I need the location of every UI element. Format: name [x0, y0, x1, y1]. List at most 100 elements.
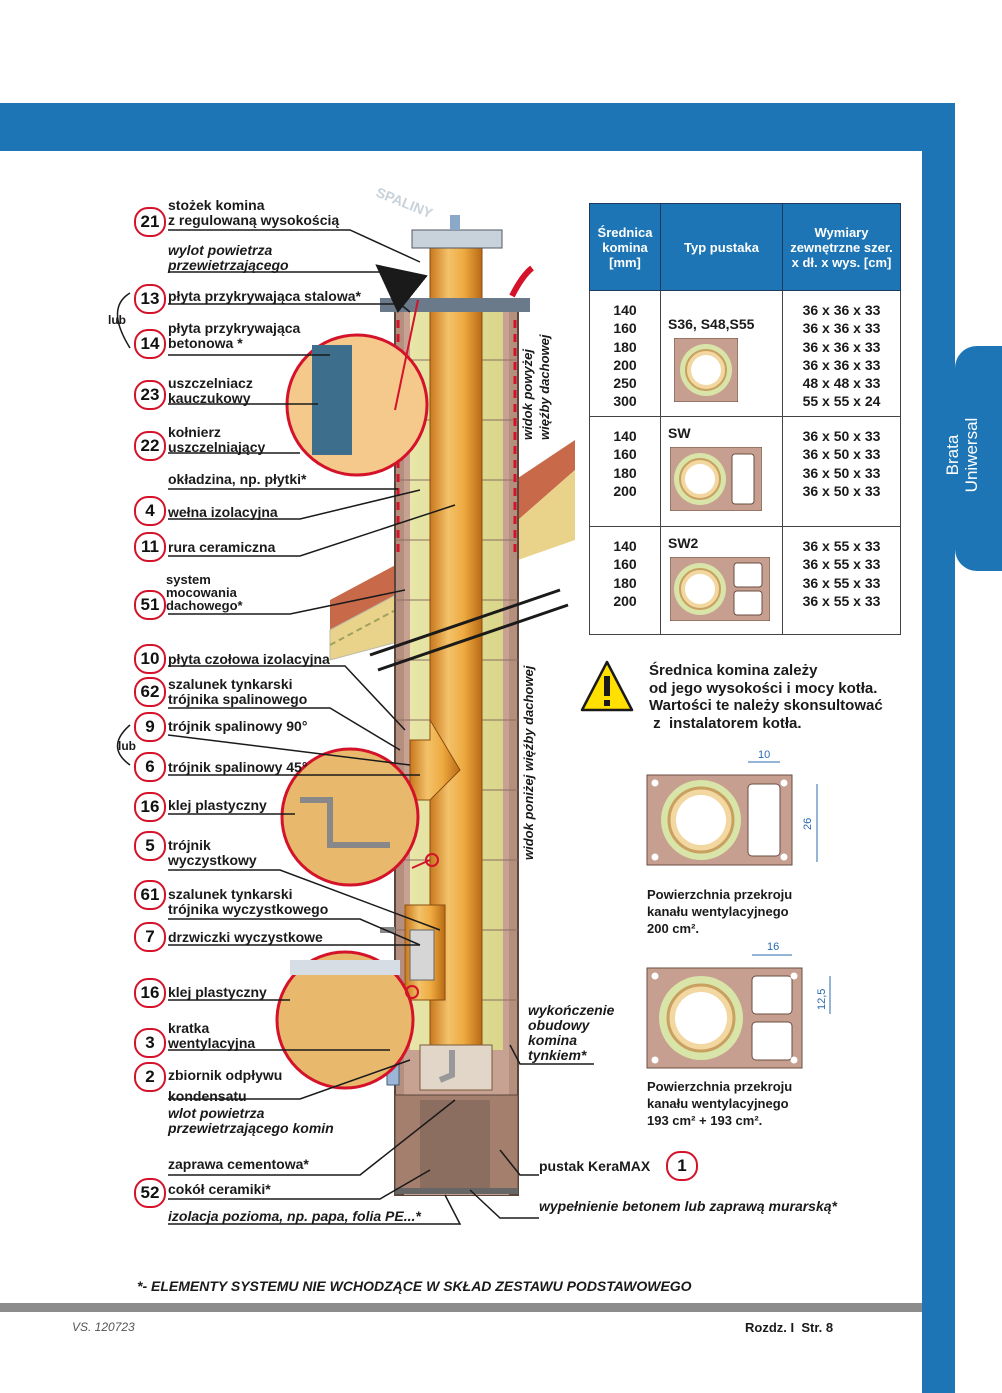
callout-52-label: cokół ceramiki* [168, 1181, 271, 1197]
or-label-1: lub [108, 313, 126, 327]
detail-circle-glue-2 [275, 950, 415, 1090]
cladding-label: okładzina, np. płytki* [168, 471, 307, 487]
table-header-diameter: Średnica komina [mm] [589, 203, 661, 291]
chimney-diagram: SPALINY [116, 184, 831, 1225]
callout-3-number: 3 [134, 1028, 166, 1058]
smoke-label: SPALINY [374, 184, 436, 221]
callout-2-number: 2 [134, 1062, 166, 1092]
header-band [0, 103, 955, 151]
callout-5-number: 5 [134, 831, 166, 861]
leader-lines [167, 229, 594, 1225]
callout-16b-label: klej plastyczny [168, 984, 267, 1000]
callout-16-label: klej plastyczny [168, 797, 267, 813]
callout-51-number: 51 [134, 590, 166, 620]
dimensions-table: Średnica komina [mm] Typ pustaka Wymiary… [589, 203, 901, 635]
callout-4-label: wełna izolacyjna [168, 504, 278, 520]
roof-upper [518, 440, 575, 560]
footnote: *- ELEMENTY SYSTEMU NIE WCHODZĄCE W SKŁA… [137, 1278, 692, 1294]
callout-52-number: 52 [134, 1178, 166, 1208]
block-sw2-icon [669, 556, 771, 622]
dim-sw-width: 10 [758, 749, 770, 761]
or-label-2: lub [118, 739, 136, 753]
break-lines [369, 588, 569, 672]
callout-10-number: 10 [134, 644, 166, 674]
or-bracket-2 [116, 724, 131, 766]
callout-62-number: 62 [134, 677, 166, 707]
roof-lower [329, 560, 406, 661]
chimney-casing [380, 244, 519, 1196]
side-band [922, 151, 955, 1393]
callout-23-number: 23 [134, 380, 166, 410]
horizontal-insulation-label: izolacja pozioma, np. papa, folia PE...* [168, 1208, 421, 1224]
type-cell: S36, S48,S55 [660, 290, 783, 417]
dim-sw2-width: 16 [767, 941, 779, 953]
section-sw2 [646, 954, 831, 1069]
callout-16-number: 16 [134, 792, 166, 822]
concrete-fill-label: wypełnienie betonem lub zaprawą murarską… [539, 1198, 837, 1214]
dim-sw-height: 26 [802, 818, 814, 830]
type-cell: SW [660, 416, 783, 527]
mortar-label: zaprawa cementowa* [168, 1156, 309, 1172]
page-number: Rozdz. I Str. 8 [745, 1320, 834, 1335]
dim-sw2-height: 12,5 [816, 989, 828, 1010]
type-cell: SW2 [660, 526, 783, 635]
view-above-line1: widok powyżej [520, 349, 535, 440]
callout-22-number: 22 [134, 431, 166, 461]
callout-4-number: 4 [134, 496, 166, 526]
callout-6-label: trójnik spalinowy 45° [168, 759, 308, 775]
detail-flashing-metal [312, 345, 352, 455]
table-header-dimensions: Wymiary zewnętrzne szer. x dł. x wys. [c… [782, 203, 901, 291]
block-sw-icon [669, 446, 763, 512]
version-label: VS. 120723 [72, 1320, 135, 1334]
callout-1-label: pustak KeraMAX [539, 1158, 651, 1174]
callout-9-number: 9 [134, 712, 166, 742]
callout-14-number: 14 [134, 329, 166, 359]
view-below-label: widok poniżej więźby dachowej [521, 665, 536, 860]
callout-16b-number: 16 [134, 978, 166, 1008]
callout-6-number: 6 [134, 752, 166, 782]
table-header-type: Typ pustaka [660, 203, 783, 291]
footer-bar [0, 1303, 922, 1312]
callout-11-number: 11 [134, 532, 166, 562]
section-tab[interactable] [955, 346, 1002, 571]
view-above-line2: więźby dachowej [537, 334, 552, 440]
callout-7-label: drzwiczki wyczystkowe [168, 929, 323, 945]
callout-61-number: 61 [134, 880, 166, 910]
or-bracket-1 [116, 292, 131, 349]
section-sw [646, 761, 818, 866]
callout-10-label: płyta czołowa izolacyjna [168, 651, 330, 667]
callout-13-number: 13 [134, 284, 166, 314]
detail-circle-glue-1 [280, 747, 420, 887]
warning-icon [580, 660, 634, 712]
callout-9-label: trójnik spalinowy 90° [168, 718, 308, 734]
callout-1-number: 1 [666, 1151, 698, 1181]
block-s-icon [673, 337, 739, 403]
callout-21-number: 21 [134, 207, 166, 237]
callout-7-number: 7 [134, 922, 166, 952]
